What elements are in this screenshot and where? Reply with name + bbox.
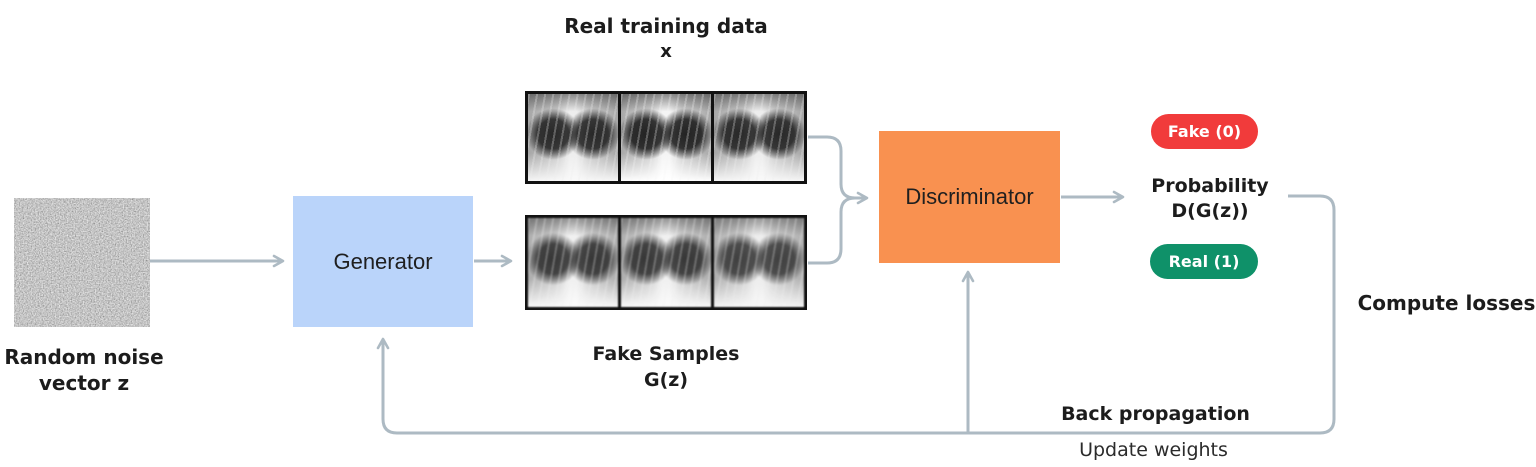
fake-samples-label: Fake Samples G(z): [546, 341, 786, 393]
chest-xray-image: [621, 94, 711, 181]
probability-label-line2: D(G(z)): [1171, 200, 1249, 222]
random-noise-label: Random noise vector z: [0, 344, 168, 396]
probability-label-line1: Probability: [1151, 175, 1269, 197]
compute-losses-label: Compute losses: [1357, 291, 1536, 315]
fake-sample-images: [525, 215, 807, 310]
fake-zero-badge-label: Fake (0): [1167, 122, 1242, 141]
real-one-badge-label: Real (1): [1168, 252, 1240, 271]
generated-chest-xray-image: [528, 218, 618, 307]
random-noise-label-line1: Random noise: [4, 345, 164, 369]
real-training-images: [525, 91, 807, 184]
generated-chest-xray-image: [621, 218, 711, 307]
update-weights-label: Update weights: [1079, 439, 1228, 461]
chest-xray-image: [714, 94, 804, 181]
real-training-data-symbol: x: [660, 41, 672, 62]
back-propagation-label: Back propagation: [1061, 403, 1250, 425]
generator-label: Generator: [333, 248, 433, 274]
real-training-data-label: Real training data x: [546, 13, 786, 65]
arrow-feedback-to-generator: [376, 194, 1336, 435]
line-fake-to-merge: [808, 196, 856, 265]
generator-box: Generator: [293, 196, 473, 327]
discriminator-label: Discriminator: [905, 184, 1034, 209]
random-noise-image: [14, 198, 150, 327]
chest-xray-image: [528, 94, 618, 181]
discriminator-box: Discriminator: [879, 131, 1060, 263]
probability-label: Probability D(G(z)): [1134, 174, 1286, 224]
fake-samples-label-line1: Fake Samples: [592, 343, 740, 365]
real-one-badge: Real (1): [1150, 244, 1258, 279]
fake-samples-label-line2: G(z): [643, 369, 689, 391]
arrow-real-to-discriminator: [808, 135, 869, 205]
fake-zero-badge: Fake (0): [1151, 114, 1258, 149]
real-training-data-title: Real training data: [564, 14, 768, 38]
generated-chest-xray-image: [714, 218, 804, 307]
random-noise-label-line2: vector z: [38, 371, 130, 395]
noise-texture-icon: [14, 198, 150, 327]
